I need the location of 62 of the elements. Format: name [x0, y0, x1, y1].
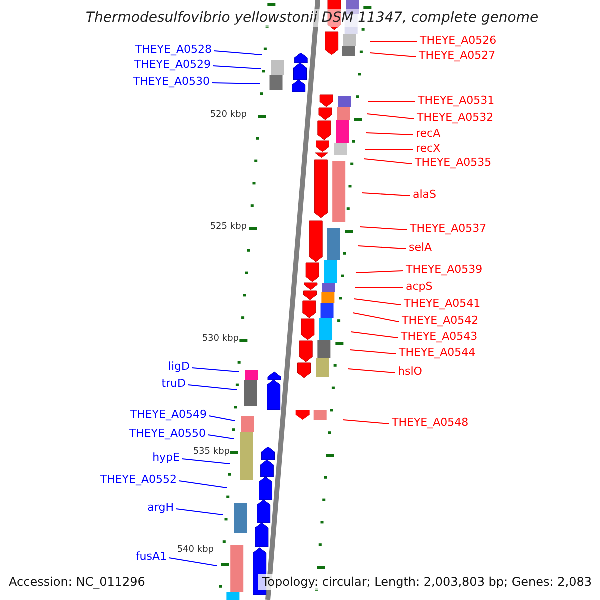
scale-label: 535 kbp	[193, 447, 230, 458]
gene-label: ligD	[168, 360, 190, 374]
leader-line	[342, 420, 390, 424]
scale-label: 525 kbp	[210, 222, 247, 233]
leader-line	[182, 458, 230, 464]
leader-line	[356, 270, 404, 274]
leader-line	[348, 368, 396, 374]
gene-label: THEYE_A0532	[417, 111, 494, 125]
leader-line	[208, 416, 236, 422]
leader-line	[176, 508, 224, 516]
gene-label: THEYE_A0544	[399, 346, 476, 360]
leader-line	[350, 332, 398, 338]
scale-label: 520 kbp	[210, 110, 247, 121]
gene-label: THEYE_A0535	[415, 156, 492, 170]
leader-line	[168, 558, 218, 566]
gene-label: THEYE_A0531	[418, 94, 495, 108]
leader-line	[360, 226, 408, 230]
gene-label: fusA1	[136, 550, 167, 564]
genome-summary-label: Topology: circular; Length: 2,003,803 bp; Genes: 2,083	[258, 574, 592, 590]
gene-label: THEYE_A0537	[410, 222, 487, 236]
leader-line	[354, 298, 402, 306]
gene-label: truD	[162, 377, 186, 391]
gene-label: THEYE_A0529	[134, 58, 211, 72]
gene-label: THEYE_A0530	[133, 75, 210, 89]
leader-line	[366, 132, 414, 136]
gene-label: THEYE_A0527	[419, 49, 496, 63]
leader-line	[370, 52, 416, 58]
gene-label: argH	[148, 501, 174, 515]
gene-label: THEYE_A0526	[420, 34, 497, 48]
gene-label: recA	[416, 127, 441, 141]
leader-line	[178, 480, 228, 488]
gene-label: hslO	[398, 365, 422, 379]
gene-label: THEYE_A0549	[130, 408, 207, 422]
gene-label: THEYE_A0528	[135, 43, 212, 57]
leader-line	[366, 114, 414, 120]
map-title: Thermodesulfovibrio yellowstonii DSM 11347, complete genome	[86, 9, 539, 27]
leader-line	[212, 82, 260, 84]
gene-label: THEYE_A0542	[402, 314, 479, 328]
scale-label: 540 kbp	[177, 545, 214, 556]
gene-label: THEYE_A0543	[401, 330, 478, 344]
gene-label: THEYE_A0550	[129, 427, 206, 441]
leader-line	[192, 368, 240, 372]
gene-label: acpS	[406, 280, 433, 294]
leader-line	[188, 384, 238, 390]
gene-label: recX	[416, 142, 441, 156]
gene-label: THEYE_A0541	[404, 297, 481, 311]
leader-line	[364, 158, 412, 164]
leader-line	[214, 50, 262, 56]
leader-line	[362, 192, 410, 196]
leader-line	[212, 66, 262, 70]
gene-label: THEYE_A0539	[406, 263, 483, 277]
gene-label: hypE	[152, 451, 180, 465]
accession-label: Accession: NC_011296	[9, 574, 146, 590]
leader-line	[208, 434, 234, 440]
leader-line	[358, 246, 406, 250]
scale-label: 530 kbp	[202, 334, 239, 345]
gene-label: THEYE_A0548	[392, 416, 469, 430]
gene-label: selA	[409, 241, 432, 255]
leader-line	[352, 312, 400, 322]
leader-line	[350, 350, 396, 354]
gene-label: alaS	[413, 188, 437, 202]
gene-label: THEYE_A0552	[100, 473, 177, 487]
